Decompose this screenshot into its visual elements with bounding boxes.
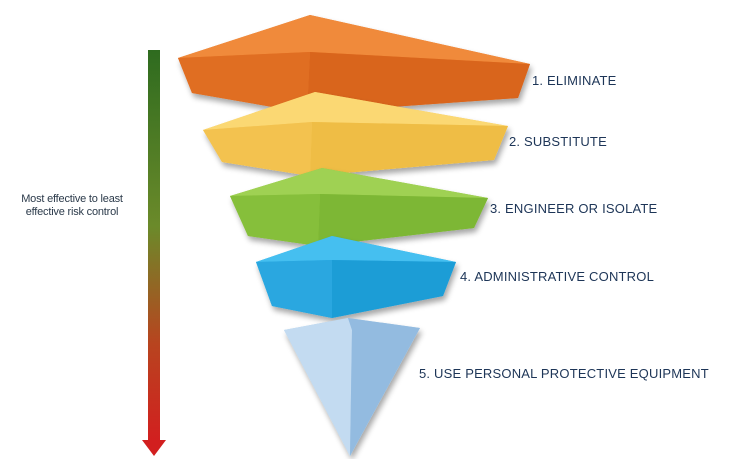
tier-3-shape <box>230 168 488 246</box>
tier-4-shape <box>256 236 456 318</box>
effectiveness-caption: Most effective to least effective risk c… <box>4 193 140 219</box>
tier-1-shape <box>178 15 530 113</box>
tier-2-shape <box>203 92 508 176</box>
arrow-shaft <box>148 50 160 442</box>
tier-3-label: 3. ENGINEER OR ISOLATE <box>490 201 658 216</box>
arrow-head <box>142 440 166 456</box>
effectiveness-caption-line1: Most effective to least <box>21 193 123 205</box>
effectiveness-arrow <box>142 50 166 456</box>
tier-2-label: 2. SUBSTITUTE <box>509 134 607 149</box>
tier-4-label: 4. ADMINISTRATIVE CONTROL <box>460 269 655 284</box>
tier-1-label: 1. ELIMINATE <box>532 73 617 88</box>
tier-5-label: 5. USE PERSONAL PROTECTIVE EQUIPMENT <box>419 366 709 381</box>
effectiveness-caption-line2: effective risk control <box>25 206 119 218</box>
tier-5-shape <box>284 318 420 456</box>
